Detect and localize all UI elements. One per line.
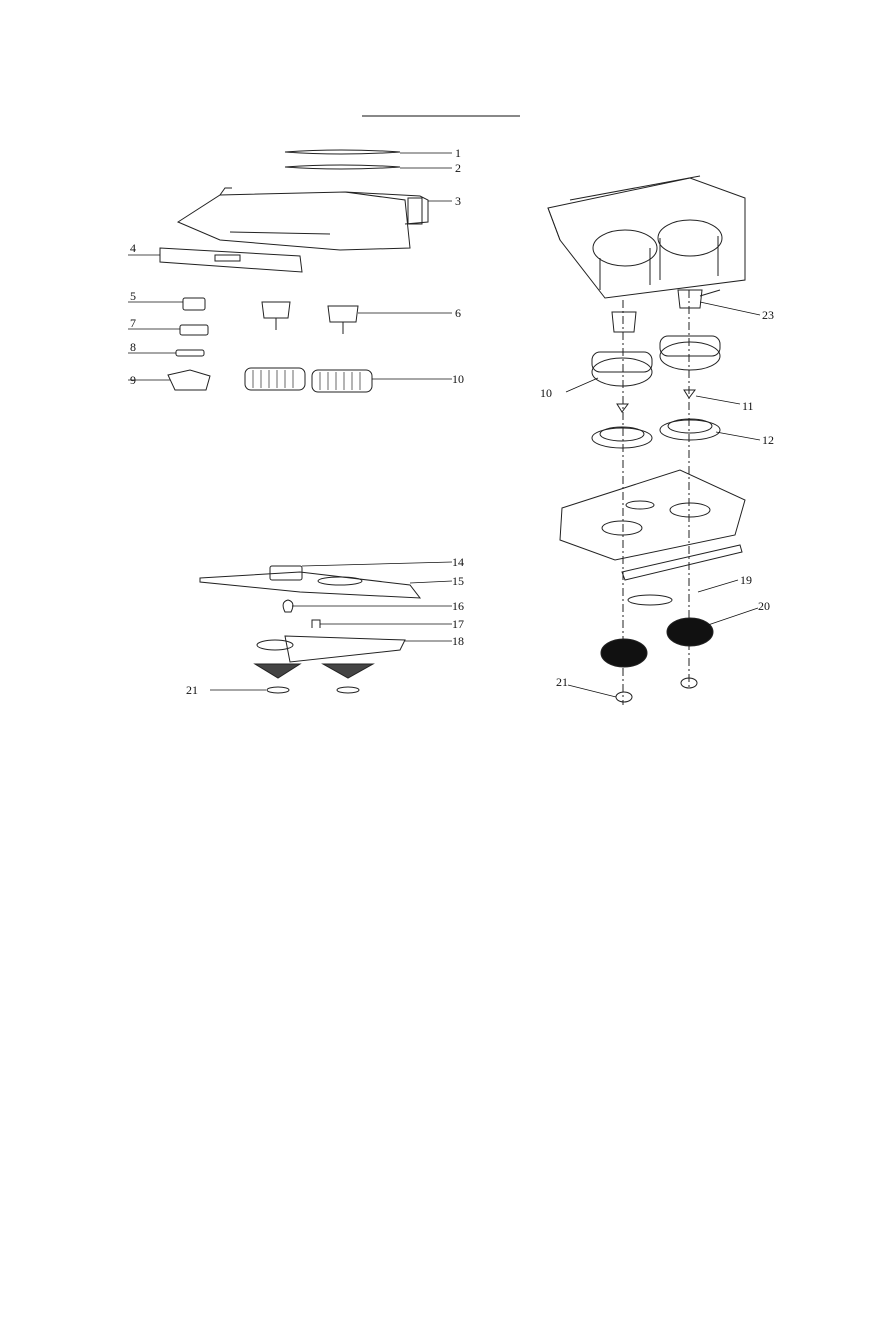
callout-10: 10 [452, 372, 464, 386]
callout-19: 19 [740, 573, 752, 587]
callout-14: 14 [452, 555, 464, 569]
callout-3: 3 [455, 194, 461, 208]
part-9-cover [168, 370, 210, 390]
filter-left [255, 664, 300, 678]
left-exploded-view [160, 150, 428, 693]
part-10-impeller-a [245, 368, 305, 390]
callout-21: 21 [186, 683, 198, 697]
callout-9: 9 [130, 373, 136, 387]
right-callout-labels: 23 10 11 12 19 20 21 [540, 308, 774, 689]
bottom-panel [560, 470, 745, 560]
hood-housing [548, 178, 745, 298]
callout-11: 11 [742, 399, 754, 413]
part-20-filter-right [667, 618, 713, 646]
callout-4: 4 [130, 241, 136, 255]
part-6-motor-a [262, 302, 290, 318]
part-16-bulb [283, 600, 293, 612]
part-17-clip [312, 620, 320, 628]
callout-20: 20 [758, 599, 770, 613]
part-6-motor-b [328, 306, 358, 322]
oil-cup-left [257, 640, 293, 650]
part-1-strip [285, 150, 400, 154]
callout-10-right: 10 [540, 386, 552, 400]
callout-12: 12 [762, 433, 774, 447]
filter-right [323, 664, 373, 678]
callout-1: 1 [455, 146, 461, 160]
part-23-motor [678, 290, 702, 308]
callout-6: 6 [455, 306, 461, 320]
part-21-nut-a [616, 692, 632, 702]
callout-7: 7 [130, 316, 136, 330]
part-19-lamp-strip [622, 545, 742, 580]
right-exploded-view [548, 176, 745, 705]
part-12-ring-a [592, 428, 652, 448]
part-18-lamp-cover [285, 636, 405, 662]
part-21-nut-left [267, 687, 289, 693]
part-20-filter-left [601, 639, 647, 667]
part-3-hood-body [178, 192, 410, 250]
left-callout-labels: 1 2 3 4 5 6 7 8 9 10 14 15 16 17 18 21 [130, 146, 464, 697]
right-callout-lines [566, 302, 760, 697]
callout-5: 5 [130, 289, 136, 303]
callout-21-right: 21 [556, 675, 568, 689]
callout-18: 18 [452, 634, 464, 648]
part-12-ring-b [660, 420, 720, 440]
callout-17: 17 [452, 617, 464, 631]
callout-15: 15 [452, 574, 464, 588]
part-2-strip [285, 165, 400, 169]
part-5-switch [183, 298, 205, 310]
part-10-impeller-b [312, 370, 372, 392]
callout-23: 23 [762, 308, 774, 322]
callout-2: 2 [455, 161, 461, 175]
callout-16: 16 [452, 599, 464, 613]
part-8-buttons [176, 350, 204, 356]
part-7-board [180, 325, 208, 335]
part-15-lower-panel [200, 572, 420, 598]
part-4-front-panel [160, 248, 302, 272]
callout-8: 8 [130, 340, 136, 354]
